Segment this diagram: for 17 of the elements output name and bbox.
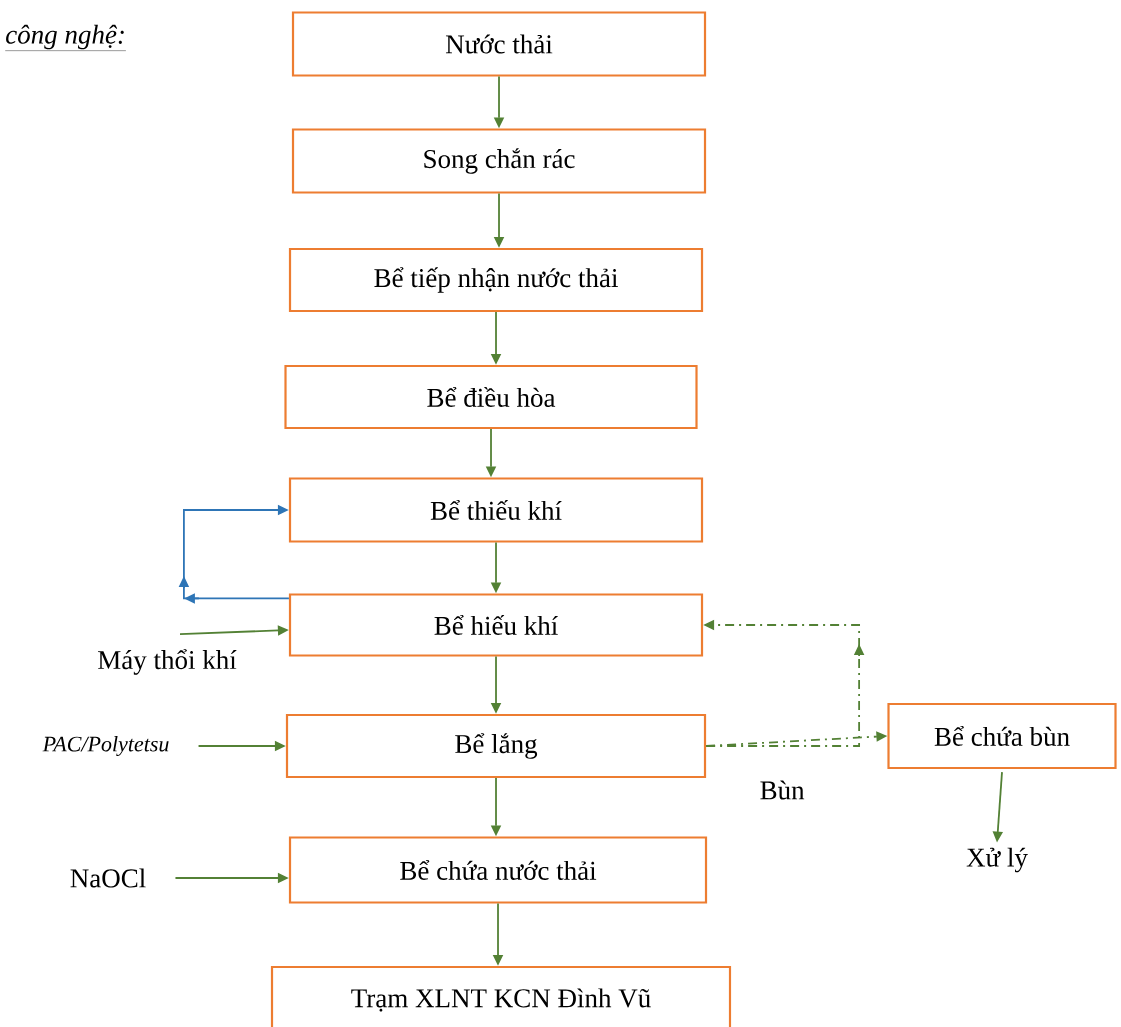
input-label: NaOCl	[70, 868, 146, 888]
process-box: Bể tiếp nhận nước thải	[288, 247, 704, 313]
process-box: Nước thải	[291, 11, 707, 77]
input-label: Máy thổi khí	[98, 649, 237, 675]
process-box: Bể lắng	[285, 713, 707, 779]
process-box: Trạm XLNT KCN Đình Vũ	[270, 965, 732, 1027]
input-label: Xử lý	[966, 847, 1028, 873]
process-box: Bể thiếu khí	[288, 477, 704, 543]
process-box: Song chắn rác	[291, 128, 707, 194]
process-box: Bể chứa nước thải	[288, 836, 708, 904]
arrow	[178, 504, 290, 604]
input-label: PAC/Polytetsu	[42, 736, 169, 756]
process-box: Bể chứa bùn	[887, 702, 1117, 770]
process-box: Bể điều hòa	[284, 364, 698, 430]
title: công nghệ:	[5, 24, 127, 51]
edge-label: Bùn	[758, 779, 806, 801]
process-box: Bể hiếu khí	[288, 593, 704, 657]
